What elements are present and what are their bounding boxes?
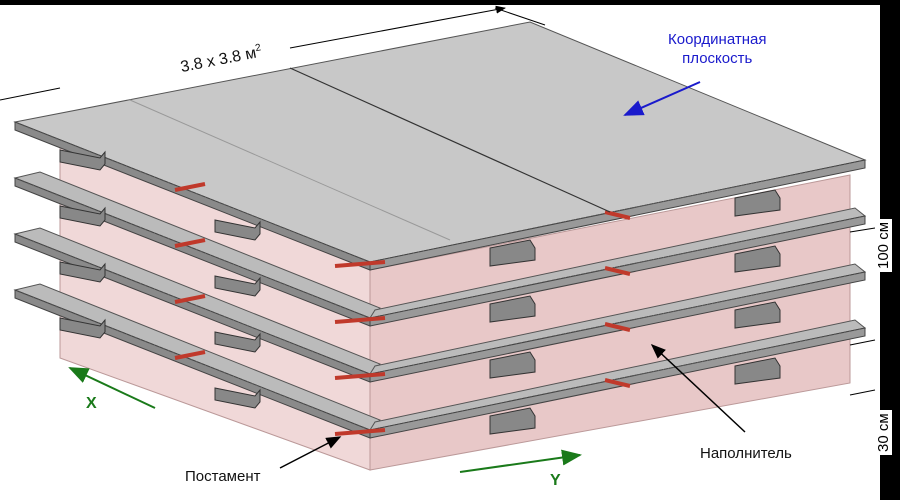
pedestal-bar xyxy=(334,260,386,268)
electronics-box xyxy=(489,295,536,323)
electronics-box xyxy=(489,239,536,267)
dim-tick xyxy=(849,339,876,346)
electronics-box xyxy=(59,149,106,171)
electronics-box xyxy=(59,317,106,339)
electronics-box xyxy=(734,301,781,329)
y-axis-label: Y xyxy=(550,472,561,489)
dim-tick xyxy=(849,389,876,396)
pedestal-bar xyxy=(604,322,631,332)
electronics-box xyxy=(734,189,781,217)
electronics-box xyxy=(734,245,781,273)
electronics-box xyxy=(489,351,536,379)
x-axis-label: X xyxy=(86,395,97,412)
electronics-box xyxy=(214,219,261,241)
electronics-box xyxy=(489,407,536,435)
dimension-tick xyxy=(494,7,546,26)
x-axis-arrow xyxy=(68,367,156,409)
dimension-line-left xyxy=(0,87,61,101)
electronics-box xyxy=(214,275,261,297)
plane-seam xyxy=(289,67,611,213)
pedestal-bar xyxy=(334,316,386,324)
pedestal-arrow xyxy=(279,436,342,469)
pedestal-bar xyxy=(604,210,631,220)
y-axis-arrow xyxy=(459,449,582,473)
plane-seam-faint xyxy=(129,99,451,241)
height-label: 100 см xyxy=(875,218,892,272)
filler-label: Наполнитель xyxy=(700,445,792,462)
dim-tick xyxy=(849,227,876,233)
pedestal-bar xyxy=(174,238,206,248)
coordinate-plane-arrow xyxy=(623,81,701,116)
pedestal-bar xyxy=(334,428,386,436)
pedestal-bar xyxy=(604,378,631,388)
electronics-box xyxy=(214,387,261,409)
filler-arrow xyxy=(650,343,746,433)
pedestal-bar xyxy=(174,350,206,360)
pedestal-bar xyxy=(174,294,206,304)
top-border xyxy=(0,0,900,5)
pedestal-bar xyxy=(334,372,386,380)
pedestal-bar xyxy=(174,182,206,192)
pedestal-bar xyxy=(604,266,631,276)
gap-label: 30 см xyxy=(875,410,892,455)
dimension-line-right xyxy=(289,5,506,49)
electronics-box xyxy=(214,331,261,353)
pedestal-label: Постамент xyxy=(185,468,261,485)
electronics-box xyxy=(59,205,106,227)
electronics-box xyxy=(59,261,106,283)
electronics-box xyxy=(734,357,781,385)
